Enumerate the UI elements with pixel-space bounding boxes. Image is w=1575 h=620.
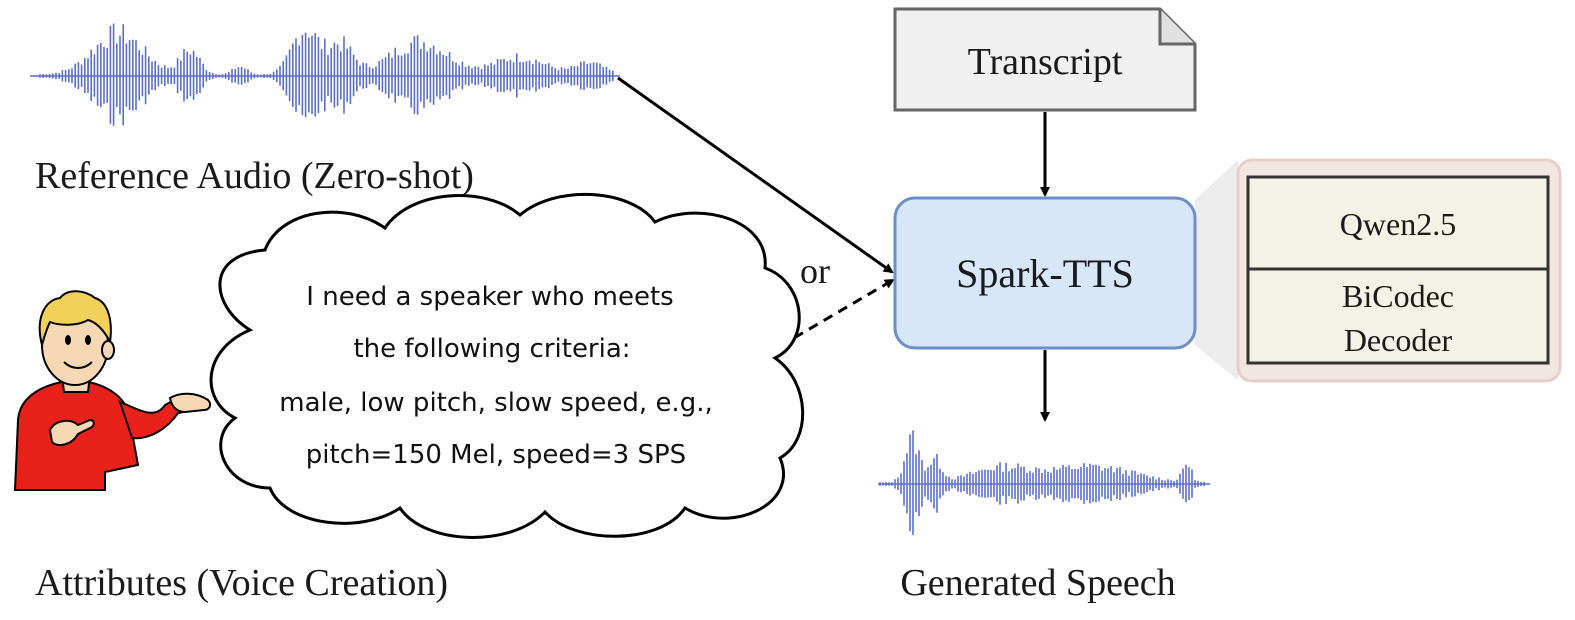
zoom-wedge [1195, 160, 1238, 380]
prompt-line-3: male, low pitch, slow speed, e.g., [279, 388, 712, 418]
reference-waveform-icon [30, 23, 620, 126]
spark-tts-box [893, 196, 1197, 350]
prompt-line-2: the following criteria: [353, 334, 630, 364]
reference-arrow [617, 76, 894, 274]
reference-audio-label: Reference Audio (Zero-shot) [35, 155, 474, 197]
person-illustration [13, 290, 212, 491]
bicodec-label: BiCodec [1342, 278, 1454, 314]
transcript-label: Transcript [968, 41, 1123, 83]
generated-speech-label: Generated Speech [900, 562, 1175, 604]
spark-tts-label: Spark-TTS [956, 251, 1134, 296]
decoder-label: Decoder [1344, 322, 1453, 358]
generated-waveform-icon [878, 430, 1210, 535]
qwen-label: Qwen2.5 [1340, 206, 1456, 242]
thought-cloud [209, 192, 805, 539]
prompt-line-1: I need a speaker who meets [306, 282, 673, 312]
or-label: or [800, 251, 830, 291]
component-panel [1236, 158, 1562, 383]
prompt-line-4: pitch=150 Mel, speed=3 SPS [306, 440, 686, 470]
transcript-document-icon [893, 7, 1197, 112]
attributes-label: Attributes (Voice Creation) [35, 562, 448, 604]
